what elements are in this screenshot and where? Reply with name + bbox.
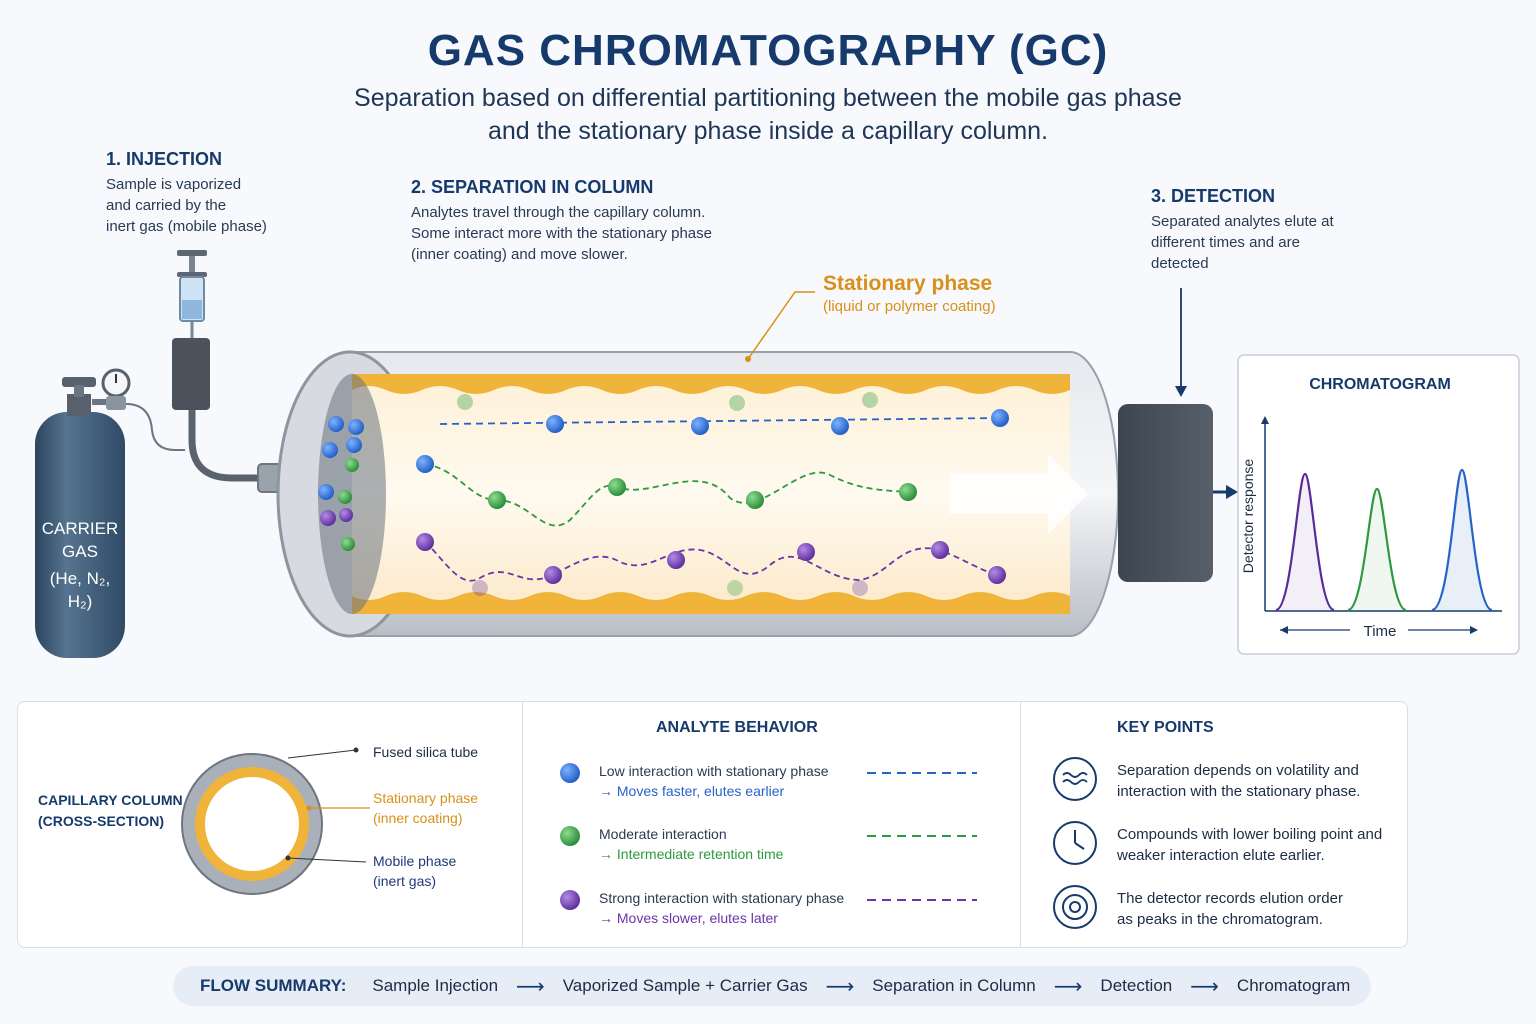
subtitle-line-1: Separation based on differential partiti… bbox=[354, 84, 1182, 112]
flow-arrow-icon: ⟶ bbox=[825, 975, 855, 998]
behavior-moderate-line-1: Moderate interaction bbox=[599, 826, 727, 842]
cross-section-title-line-1: CAPILLARY COLUMN bbox=[38, 792, 183, 808]
peak-2 bbox=[1347, 487, 1407, 612]
carrier-gas-cylinder: CARRIER GAS (He, N₂, H₂) bbox=[35, 368, 185, 658]
cross-section-title: CAPILLARY COLUMN (CROSS-SECTION) bbox=[38, 790, 183, 832]
analyte-behavior-heading: ANALYTE BEHAVIOR bbox=[656, 719, 818, 736]
key-point-3-line-2: as peaks in the chromatogram. bbox=[1117, 911, 1323, 928]
flow-arrow-icon: ⟶ bbox=[1190, 975, 1219, 998]
carrier-gas-line-3: (He, N₂, bbox=[50, 569, 110, 588]
detection-heading: 3. DETECTION bbox=[1151, 186, 1276, 206]
detection-line-1: Separated analytes elute at bbox=[1151, 213, 1334, 230]
key-point-2-line-2: weaker interaction elute earlier. bbox=[1117, 847, 1325, 864]
target-icon bbox=[1053, 885, 1097, 929]
detector bbox=[1118, 288, 1238, 582]
behavior-fast-line-2: → Moves faster, elutes earlier bbox=[599, 783, 785, 799]
cross-stationary-line-2: (inner coating) bbox=[373, 810, 463, 826]
gc-diagram: CARRIER GAS (He, N₂, H₂) bbox=[35, 250, 1520, 658]
slow-analyte-dot-icon bbox=[560, 890, 580, 910]
key-point-3: The detector records elution order as pe… bbox=[1117, 888, 1343, 930]
behavior-item-fast: Low interaction with stationary phase → … bbox=[599, 761, 829, 801]
flow-step-3: Separation in Column bbox=[872, 976, 1036, 995]
cross-stationary-line-1: Stationary phase bbox=[373, 790, 479, 806]
stationary-phase-bottom bbox=[352, 592, 1070, 614]
chromatogram: CHROMATOGRAM Detector response Time bbox=[1237, 354, 1520, 655]
key-point-3-line-1: The detector records elution order bbox=[1117, 890, 1343, 907]
carrier-gas-line-4: H₂) bbox=[68, 592, 93, 611]
panel-divider-2 bbox=[1020, 701, 1021, 948]
flow-summary: FLOW SUMMARY: Sample Injection ⟶ Vaporiz… bbox=[173, 966, 1371, 1006]
moderate-analyte-dot-icon bbox=[560, 826, 580, 846]
detection-line-2: different times and are bbox=[1151, 234, 1300, 251]
peak-1 bbox=[1275, 472, 1335, 612]
chromatogram-y-label: Detector response bbox=[1240, 459, 1256, 574]
injection-line-2: and carried by the bbox=[106, 197, 227, 214]
page-title: GAS CHROMATOGRAPHY (GC) bbox=[427, 26, 1109, 75]
key-point-2-line-1: Compounds with lower boiling point and bbox=[1117, 826, 1383, 843]
separation-line-3: (inner coating) and move slower. bbox=[411, 246, 628, 263]
key-point-1-line-2: interaction with the stationary phase. bbox=[1117, 783, 1361, 800]
key-points-icons bbox=[1053, 757, 1097, 929]
mobile-phase-line-1: Mobile phase bbox=[373, 853, 457, 869]
carrier-gas-line-1: CARRIER bbox=[42, 519, 119, 538]
flow-step-4: Detection bbox=[1100, 976, 1173, 995]
chromatogram-title: CHROMATOGRAM bbox=[1309, 376, 1451, 393]
fused-silica-label: Fused silica tube bbox=[373, 744, 479, 760]
behavior-fast-line-1: Low interaction with stationary phase bbox=[599, 763, 829, 779]
stationary-phase-top bbox=[352, 374, 1070, 394]
clock-icon bbox=[1053, 821, 1097, 865]
behavior-slow-line-2: → Moves slower, elutes later bbox=[599, 910, 778, 926]
chromatogram-x-label: Time bbox=[1364, 623, 1397, 640]
analyte-legend-graphics bbox=[560, 763, 977, 910]
stationary-phase-sublabel: (liquid or polymer coating) bbox=[823, 298, 996, 315]
cross-section-title-line-2: (CROSS-SECTION) bbox=[38, 813, 164, 829]
flow-direction-arrow-icon bbox=[950, 454, 1088, 534]
analyte-particles bbox=[318, 392, 1009, 596]
flow-step-1: Sample Injection bbox=[372, 976, 499, 995]
flow-summary-bar bbox=[173, 966, 1371, 1006]
capillary-column bbox=[276, 291, 1119, 638]
key-point-1-line-1: Separation depends on volatility and bbox=[1117, 762, 1359, 779]
behavior-slow-line-1: Strong interaction with stationary phase bbox=[599, 890, 845, 906]
injection-heading: 1. INJECTION bbox=[106, 149, 223, 169]
key-point-1: Separation depends on volatility and int… bbox=[1117, 760, 1360, 802]
injection-line-1: Sample is vaporized bbox=[106, 176, 242, 193]
cross-section-diagram bbox=[181, 747, 370, 895]
separation-line-1: Analytes travel through the capillary co… bbox=[411, 204, 706, 221]
injection-text: Sample is vaporized and carried by the i… bbox=[106, 174, 267, 237]
flow-step-5: Chromatogram bbox=[1236, 976, 1351, 995]
separation-line-2: Some interact more with the stationary p… bbox=[411, 225, 712, 242]
separation-heading: 2. SEPARATION IN COLUMN bbox=[411, 177, 654, 197]
behavior-item-moderate: Moderate interaction → Intermediate rete… bbox=[599, 824, 783, 864]
flow-step-2: Vaporized Sample + Carrier Gas bbox=[562, 976, 808, 995]
detection-text: Separated analytes elute at different ti… bbox=[1151, 211, 1334, 274]
fast-analyte-dot-icon bbox=[560, 763, 580, 783]
key-points-heading: KEY POINTS bbox=[1117, 719, 1214, 736]
page-subtitle: Separation based on differential partiti… bbox=[0, 82, 1536, 148]
stationary-phase-label: Stationary phase bbox=[823, 272, 993, 295]
mobile-phase-label: Mobile phase (inert gas) bbox=[373, 851, 456, 891]
injection-line-3: inert gas (mobile phase) bbox=[106, 218, 267, 235]
fast-analyte-path bbox=[439, 417, 1001, 425]
mobile-phase-line-2: (inert gas) bbox=[373, 873, 437, 889]
mobile-phase-core bbox=[205, 777, 299, 871]
flow-summary-label: FLOW SUMMARY: bbox=[200, 976, 347, 995]
detection-line-3: detected bbox=[1151, 255, 1209, 272]
subtitle-line-2: and the stationary phase inside a capill… bbox=[487, 117, 1049, 145]
slow-analyte-path bbox=[424, 541, 998, 582]
behavior-moderate-line-2: → Intermediate retention time bbox=[599, 846, 784, 862]
separation-text: Analytes travel through the capillary co… bbox=[411, 202, 712, 265]
flow-arrow-icon: ⟶ bbox=[1053, 975, 1083, 998]
cross-stationary-label: Stationary phase (inner coating) bbox=[373, 788, 478, 828]
peak-3 bbox=[1431, 468, 1493, 612]
carrier-gas-line-2: GAS bbox=[62, 542, 98, 561]
waves-icon bbox=[1053, 757, 1097, 801]
panel-divider-1 bbox=[522, 701, 523, 948]
flow-arrow-icon: ⟶ bbox=[516, 975, 545, 998]
behavior-item-slow: Strong interaction with stationary phase… bbox=[599, 888, 844, 928]
key-point-2: Compounds with lower boiling point and w… bbox=[1117, 824, 1382, 866]
